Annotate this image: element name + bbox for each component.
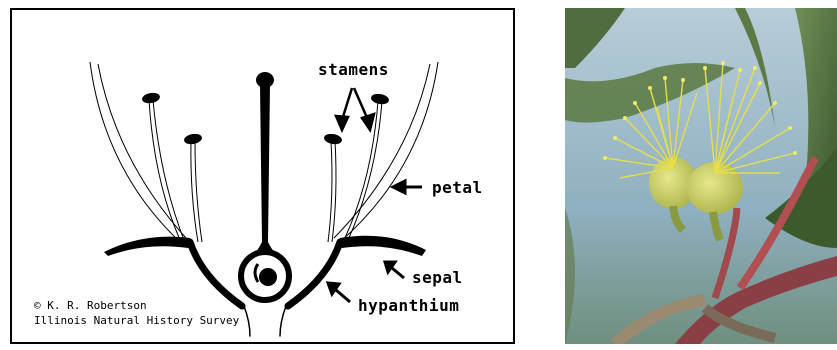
eucalyptus-flower-photo <box>565 8 837 344</box>
flower-photo-illustration <box>565 8 837 344</box>
petal-label: petal <box>432 178 483 197</box>
stamens-arrows <box>336 88 374 130</box>
credit-institution: Illinois Natural History Survey <box>34 313 239 328</box>
credit-text: © K. R. Robertson Illinois Natural Histo… <box>34 298 239 328</box>
credit-author: © K. R. Robertson <box>34 298 239 313</box>
flower-diagram-panel: stamens petal sepal hypanthium © K. R. R… <box>10 8 515 344</box>
sepal-arrow <box>385 262 404 278</box>
ovary <box>241 252 289 300</box>
hypanthium-label: hypanthium <box>358 296 459 315</box>
sepal-label: sepal <box>412 268 463 287</box>
petal-arrow <box>393 181 422 193</box>
pistil <box>254 72 276 254</box>
hypanthium-arrow <box>328 283 350 302</box>
flower-cross-section-drawing <box>12 10 513 342</box>
stamens-label: stamens <box>318 60 389 79</box>
